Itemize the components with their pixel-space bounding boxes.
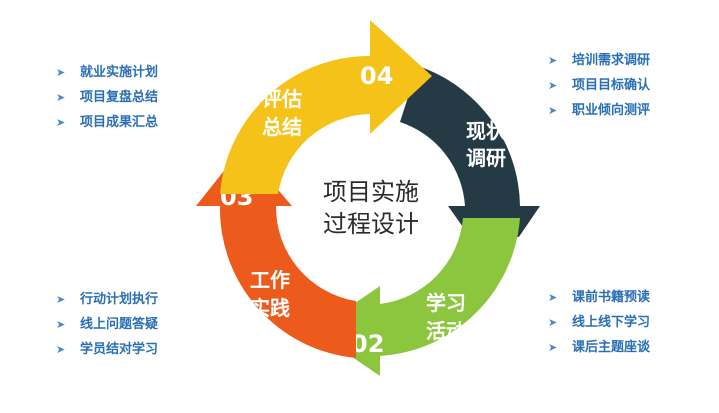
list-item: ➤ 培训需求调研 bbox=[548, 48, 650, 73]
list-item: ➤ 学员结对学习 bbox=[56, 337, 158, 362]
segment-01-title-line1: 现状 bbox=[466, 119, 507, 143]
list-item-label: 培训需求调研 bbox=[572, 53, 651, 68]
segment-04-title-line2: 总结 bbox=[262, 115, 302, 139]
segment-03-arrow bbox=[196, 148, 356, 358]
segment-04-number: 04 bbox=[360, 62, 393, 90]
list-item: ➤ 行动计划执行 bbox=[56, 287, 158, 312]
list-item: ➤ 课后主题座谈 bbox=[548, 335, 650, 360]
chevron-right-icon: ➤ bbox=[548, 54, 558, 67]
list-top-right: ➤ 培训需求调研 ➤ 项目目标确认 ➤ 职业倾向测评 bbox=[548, 48, 650, 123]
segment-01-title-line2: 调研 bbox=[466, 146, 506, 170]
center-label-line1: 项目实施 bbox=[323, 178, 419, 206]
segment-04: 评估 总结 04 bbox=[220, 20, 432, 194]
chevron-right-icon: ➤ bbox=[56, 91, 66, 104]
list-item-label: 行动计划执行 bbox=[80, 292, 159, 307]
chevron-right-icon: ➤ bbox=[56, 293, 66, 306]
list-item: ➤ 项目目标确认 bbox=[548, 73, 650, 98]
list-item-label: 职业倾向测评 bbox=[572, 103, 651, 118]
chevron-right-icon: ➤ bbox=[56, 66, 66, 79]
list-item-label: 课前书籍预读 bbox=[572, 290, 651, 305]
chevron-right-icon: ➤ bbox=[56, 116, 66, 129]
list-item-label: 项目复盘总结 bbox=[80, 90, 159, 105]
segment-03: 工作 实践 03 bbox=[196, 148, 356, 358]
list-item: ➤ 课前书籍预读 bbox=[548, 285, 650, 310]
segment-02-title-line1: 学习 bbox=[426, 291, 466, 315]
chevron-right-icon: ➤ bbox=[548, 79, 558, 92]
list-item: ➤ 项目成果汇总 bbox=[56, 110, 158, 135]
list-item-label: 线上问题答疑 bbox=[80, 317, 159, 332]
list-item-label: 学员结对学习 bbox=[80, 342, 159, 357]
list-bottom-right: ➤ 课前书籍预读 ➤ 线上线下学习 ➤ 课后主题座谈 bbox=[548, 285, 650, 360]
list-top-left: ➤ 就业实施计划 ➤ 项目复盘总结 ➤ 项目成果汇总 bbox=[56, 60, 158, 135]
segment-02-arrow bbox=[314, 218, 520, 376]
segment-03-title-line2: 实践 bbox=[250, 296, 290, 320]
list-item-label: 课后主题座谈 bbox=[572, 340, 651, 355]
list-item: ➤ 职业倾向测评 bbox=[548, 98, 650, 123]
chevron-right-icon: ➤ bbox=[56, 343, 66, 356]
segment-02-number: 02 bbox=[351, 330, 384, 358]
list-item: ➤ 线上线下学习 bbox=[548, 310, 650, 335]
chevron-right-icon: ➤ bbox=[548, 291, 558, 304]
segment-02: 学习 活动 02 bbox=[314, 218, 520, 376]
list-item: ➤ 线上问题答疑 bbox=[56, 312, 158, 337]
segment-02-title-line2: 活动 bbox=[426, 319, 466, 343]
list-item-label: 线上线下学习 bbox=[572, 315, 651, 330]
list-item: ➤ 项目复盘总结 bbox=[56, 85, 158, 110]
list-item-label: 就业实施计划 bbox=[80, 65, 159, 80]
chevron-right-icon: ➤ bbox=[548, 104, 558, 117]
list-item-label: 项目目标确认 bbox=[572, 78, 651, 93]
segment-04-arrow bbox=[220, 20, 432, 194]
list-item-label: 项目成果汇总 bbox=[80, 115, 159, 130]
list-bottom-left: ➤ 行动计划执行 ➤ 线上问题答疑 ➤ 学员结对学习 bbox=[56, 287, 158, 362]
center-label-line2: 过程设计 bbox=[323, 210, 419, 238]
chevron-right-icon: ➤ bbox=[56, 318, 66, 331]
center-label: 项目实施 过程设计 bbox=[296, 176, 446, 240]
segment-04-title-line1: 评估 bbox=[262, 87, 302, 111]
list-item: ➤ 就业实施计划 bbox=[56, 60, 158, 85]
chevron-right-icon: ➤ bbox=[548, 316, 558, 329]
chevron-right-icon: ➤ bbox=[548, 341, 558, 354]
segment-03-title-line1: 工作 bbox=[250, 268, 290, 292]
